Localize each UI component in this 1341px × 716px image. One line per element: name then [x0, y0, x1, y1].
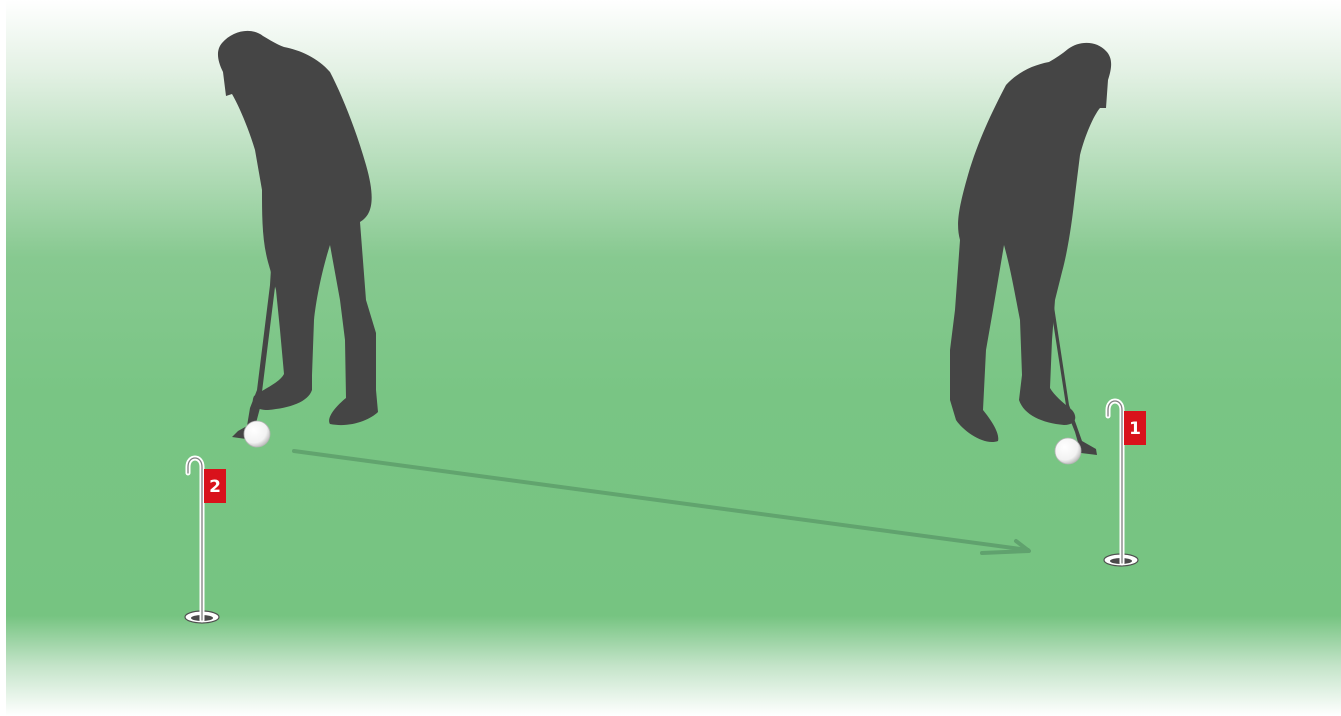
flag-2-number: 2	[209, 477, 221, 497]
putting-green	[6, 0, 1341, 716]
golf-ball-right	[1055, 438, 1081, 464]
flag-1-number: 1	[1129, 419, 1141, 439]
golf-ball-left	[244, 421, 270, 447]
